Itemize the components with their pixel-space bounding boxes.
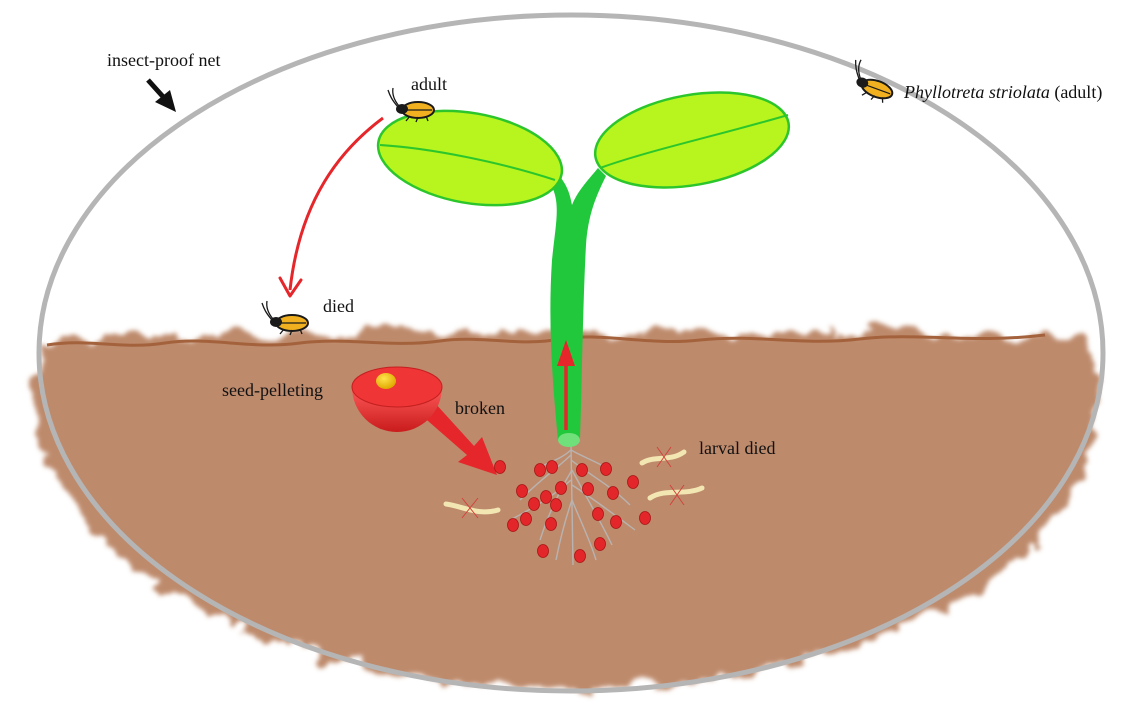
pellet-fragment bbox=[577, 464, 588, 477]
pellet-fragment bbox=[575, 550, 586, 563]
pellet-fragment bbox=[535, 464, 546, 477]
beetle-dead-icon bbox=[262, 301, 308, 335]
fall-arrow bbox=[280, 118, 383, 296]
seed-core bbox=[376, 373, 396, 389]
pellet-fragment bbox=[529, 498, 540, 511]
died-label: died bbox=[323, 296, 354, 317]
beetle-part bbox=[388, 88, 399, 107]
pellet-fragment bbox=[583, 483, 594, 496]
pellet-fragment bbox=[556, 482, 567, 495]
broken-label: broken bbox=[455, 398, 505, 419]
adult-label: adult bbox=[411, 74, 447, 95]
pellet-fragment bbox=[551, 499, 562, 512]
cotyledon-leaf-left bbox=[371, 98, 570, 219]
pellet-fragment bbox=[521, 513, 532, 526]
pellet-fragment bbox=[538, 545, 549, 558]
seed-pelleting-label: seed-pelleting bbox=[222, 380, 323, 401]
pellet-fragment bbox=[611, 516, 622, 529]
cotyledon-leaf-right bbox=[588, 79, 797, 202]
net-pointer-arrow bbox=[148, 80, 176, 112]
legend-label: Phyllotreta striolata (adult) bbox=[904, 82, 1102, 103]
legend-suffix: (adult) bbox=[1050, 82, 1102, 102]
legend-species-name: Phyllotreta striolata bbox=[904, 82, 1050, 102]
pellet-fragment bbox=[517, 485, 528, 498]
pellet-fragment bbox=[541, 491, 552, 504]
pellet-fragment bbox=[495, 461, 506, 474]
pellet-fragment bbox=[601, 463, 612, 476]
stem-base bbox=[558, 433, 580, 447]
net-label: insect-proof net bbox=[107, 50, 220, 71]
pellet-fragment bbox=[546, 518, 557, 531]
larval-died-label: larval died bbox=[699, 438, 775, 459]
pellet-fragment bbox=[593, 508, 604, 521]
pellet-fragment bbox=[608, 487, 619, 500]
pellet-fragment bbox=[508, 519, 519, 532]
beetle-part bbox=[262, 301, 273, 320]
pellet-fragment bbox=[547, 461, 558, 474]
pellet-fragment bbox=[595, 538, 606, 551]
pellet-fragment bbox=[628, 476, 639, 489]
pellet-fragment bbox=[640, 512, 651, 525]
